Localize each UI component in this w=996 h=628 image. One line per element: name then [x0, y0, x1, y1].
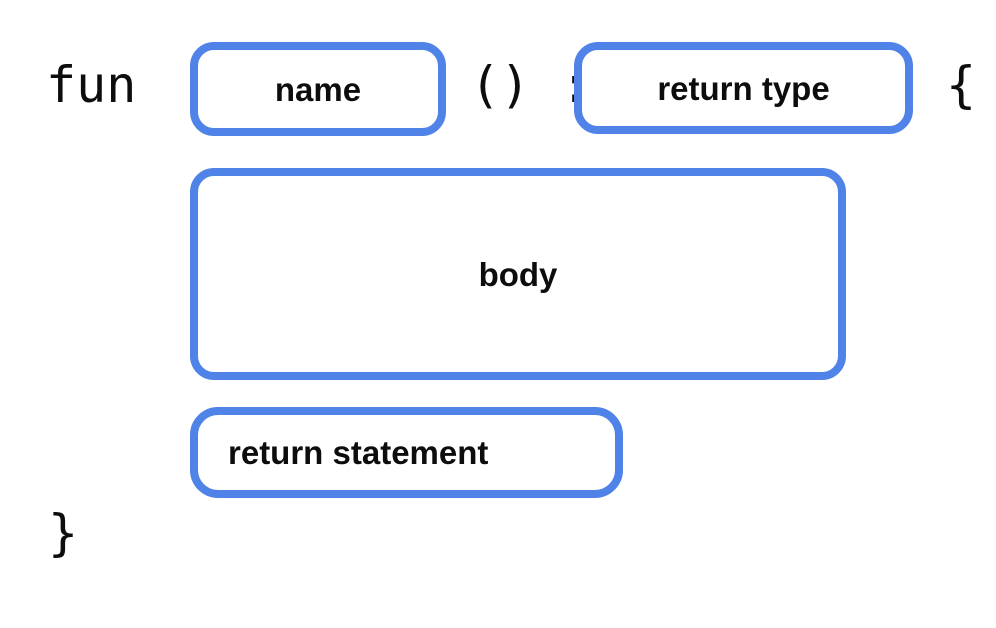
parens-colon-token: () : — [470, 56, 591, 114]
brace-open-token: { — [946, 56, 977, 114]
slot-function-name-label: name — [274, 70, 362, 108]
keyword-fun-token: fun — [46, 56, 137, 114]
slot-body-label: body — [478, 255, 558, 293]
slot-return-type-label: return type — [657, 69, 830, 107]
slot-function-name[interactable]: name — [190, 42, 446, 136]
slot-return-type[interactable]: return type — [574, 42, 913, 134]
brace-close-token: } — [48, 504, 79, 562]
slot-body[interactable]: body — [190, 168, 846, 380]
slot-return-statement-label: return statement — [228, 434, 489, 471]
slot-return-statement[interactable]: return statement — [190, 407, 623, 498]
